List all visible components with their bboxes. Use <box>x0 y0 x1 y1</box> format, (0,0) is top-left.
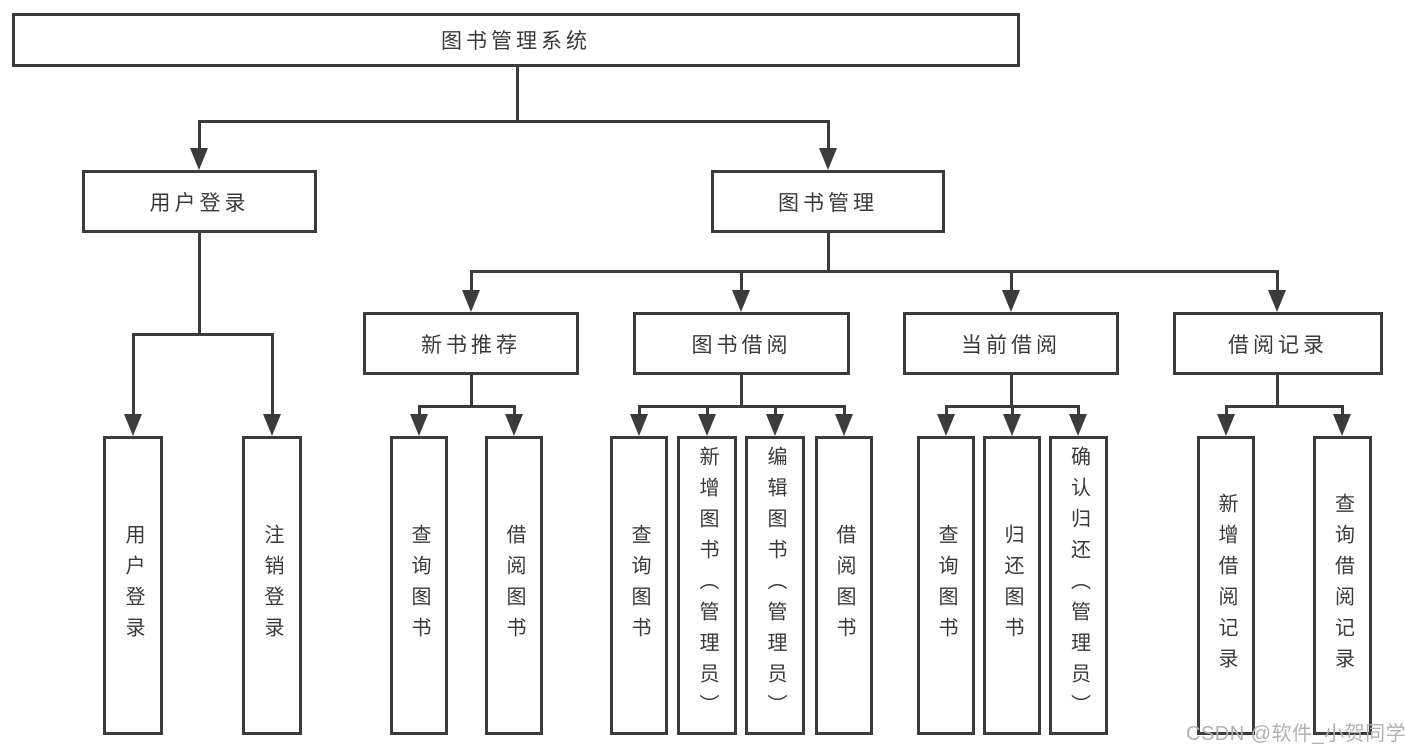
connector-login-trunk <box>198 233 201 336</box>
connector-stem <box>706 405 709 419</box>
connector-stem <box>1010 270 1013 294</box>
connector-splitter <box>638 405 846 408</box>
arrowhead-icon <box>1002 290 1020 312</box>
connector-trunk <box>1010 375 1013 408</box>
leaf-query-books-2: 查询图书 <box>610 436 668 735</box>
leaf-edit-books-admin-label: 编辑图书（管理员） <box>764 446 786 725</box>
connector-stem <box>470 270 473 294</box>
node-current-borrow: 当前借阅 <box>903 312 1119 375</box>
leaf-user-login-label: 用户登录 <box>122 523 144 648</box>
leaf-confirm-return-admin: 确认归还（管理员） <box>1049 436 1108 735</box>
node-book-borrow: 图书借阅 <box>633 312 850 375</box>
node-borrow-records-label: 借阅记录 <box>1228 333 1328 357</box>
node-current-borrow-label: 当前借阅 <box>961 333 1061 357</box>
connector-stem <box>132 333 135 418</box>
node-book-management: 图书管理 <box>711 170 945 233</box>
connector-stem <box>513 405 516 419</box>
leaf-confirm-return-admin-label: 确认归还（管理员） <box>1067 446 1090 725</box>
arrowhead-icon <box>1217 414 1235 436</box>
arrowhead-icon <box>462 290 480 312</box>
connector-splitter <box>418 405 516 408</box>
connector-splitter <box>1225 405 1344 408</box>
leaf-query-borrow-record: 查询借阅记录 <box>1313 436 1372 735</box>
node-new-book-recommend: 新书推荐 <box>363 312 579 375</box>
connector-level2-splitter <box>470 270 1279 273</box>
leaf-logout: 注销登录 <box>242 436 302 735</box>
leaf-borrow-books-1-label: 借阅图书 <box>503 523 525 648</box>
connector-root-trunk <box>516 67 519 122</box>
arrowhead-icon <box>124 414 142 436</box>
node-book-borrow-label: 图书借阅 <box>691 333 792 357</box>
connector-login-splitter <box>132 333 274 336</box>
arrowhead-icon <box>766 414 784 436</box>
leaf-user-login: 用户登录 <box>103 436 163 735</box>
connector-stem <box>418 405 421 419</box>
arrowhead-icon <box>263 414 281 436</box>
leaf-query-books-3-label: 查询图书 <box>935 523 957 648</box>
leaf-query-borrow-record-label: 查询借阅记录 <box>1331 492 1354 679</box>
connector-stem <box>1011 405 1014 419</box>
connector-stem <box>198 120 201 152</box>
leaf-edit-books-admin: 编辑图书（管理员） <box>745 436 805 735</box>
leaf-query-books-2-label: 查询图书 <box>628 523 650 648</box>
leaf-borrow-books-2: 借阅图书 <box>815 436 873 735</box>
leaf-query-books-3: 查询图书 <box>917 436 975 735</box>
node-user-login: 用户登录 <box>82 170 317 233</box>
leaf-add-books-admin-label: 新增图书（管理员） <box>696 446 718 725</box>
connector-stem <box>827 120 830 152</box>
node-borrow-records: 借阅记录 <box>1173 312 1383 375</box>
node-book-management-label: 图书管理 <box>778 191 878 215</box>
leaf-query-books-1-label: 查询图书 <box>408 523 430 648</box>
arrowhead-icon <box>410 414 428 436</box>
connector-trunk <box>740 375 743 408</box>
connector-bookmgmt-trunk <box>827 233 830 273</box>
connector-stem <box>945 405 948 419</box>
node-library-system-label: 图书管理系统 <box>441 30 591 53</box>
connector-stem <box>271 333 274 418</box>
connector-stem <box>638 405 641 419</box>
connector-stem <box>740 270 743 294</box>
arrowhead-icon <box>937 414 955 436</box>
connector-trunk <box>1276 375 1279 408</box>
arrowhead-icon <box>732 290 750 312</box>
connector-stem <box>1276 270 1279 294</box>
arrowhead-icon <box>1268 290 1286 312</box>
csdn-watermark: CSDN @软件_小贺同学 <box>1186 723 1405 745</box>
node-library-system: 图书管理系统 <box>12 13 1020 67</box>
arrowhead-icon <box>1003 414 1021 436</box>
node-new-book-recommend-label: 新书推荐 <box>421 333 521 357</box>
arrowhead-icon <box>1333 414 1351 436</box>
connector-stem <box>1341 405 1344 419</box>
arrowhead-icon <box>835 414 853 436</box>
connector-level1-splitter <box>198 120 830 123</box>
leaf-add-borrow-record-label: 新增借阅记录 <box>1215 492 1237 679</box>
leaf-borrow-books-2-label: 借阅图书 <box>833 523 855 648</box>
arrowhead-icon <box>505 414 523 436</box>
leaf-return-books: 归还图书 <box>983 436 1041 735</box>
arrowhead-icon <box>1069 414 1087 436</box>
connector-stem <box>1225 405 1228 419</box>
connector-stem <box>843 405 846 419</box>
connector-stem <box>774 405 777 419</box>
leaf-query-books-1: 查询图书 <box>390 436 448 735</box>
connector-stem <box>1077 405 1080 419</box>
arrowhead-icon <box>190 148 208 170</box>
arrowhead-icon <box>819 148 837 170</box>
arrowhead-icon <box>630 414 648 436</box>
leaf-return-books-label: 归还图书 <box>1001 523 1023 648</box>
connector-trunk <box>470 375 473 408</box>
leaf-add-borrow-record: 新增借阅记录 <box>1197 436 1255 735</box>
leaf-logout-label: 注销登录 <box>261 523 283 648</box>
arrowhead-icon <box>698 414 716 436</box>
leaf-add-books-admin: 新增图书（管理员） <box>677 436 737 735</box>
leaf-borrow-books-1: 借阅图书 <box>485 436 543 735</box>
node-user-login-label: 用户登录 <box>149 191 250 215</box>
